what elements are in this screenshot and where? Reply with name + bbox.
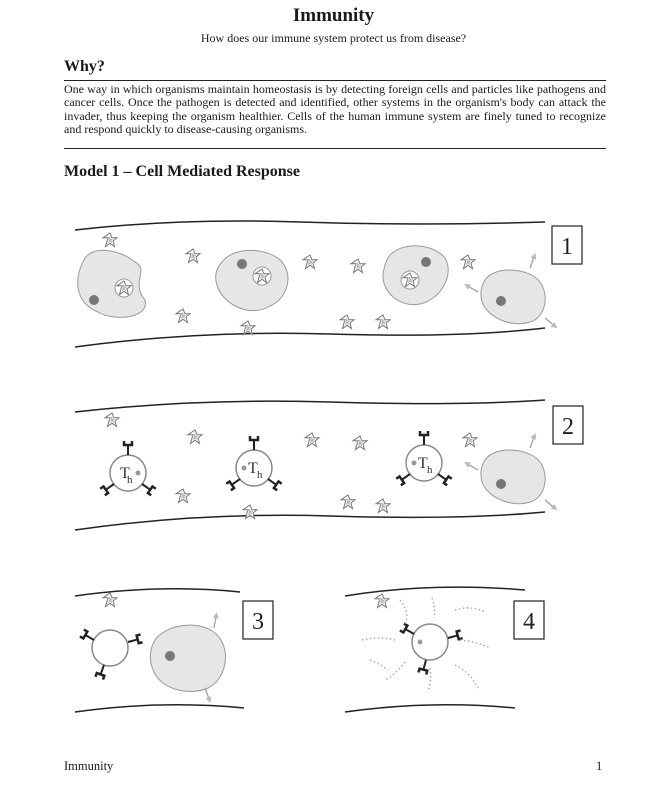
vessel-wall-top bbox=[344, 586, 526, 597]
helper-cell-subscript: h bbox=[427, 464, 433, 476]
cancer-cell bbox=[480, 269, 546, 325]
nucleus bbox=[165, 651, 175, 661]
nucleus bbox=[89, 295, 99, 305]
vessel-wall-bottom bbox=[74, 327, 546, 348]
why-bottom-rule bbox=[64, 148, 606, 149]
vessel-wall-bottom bbox=[74, 511, 546, 531]
macrophage-cell bbox=[77, 249, 146, 318]
panel-4: 4 bbox=[344, 586, 545, 713]
page-title: Immunity bbox=[292, 5, 375, 26]
macrophage-cell bbox=[215, 249, 289, 312]
helper-cell-subscript: h bbox=[127, 474, 133, 486]
nucleus bbox=[496, 296, 506, 306]
cell-mediated-response-figure: 1 2 T h bbox=[74, 220, 584, 713]
panel-3: 3 bbox=[74, 588, 274, 713]
model-heading: Model 1 – Cell Mediated Response bbox=[64, 163, 300, 180]
panel-number-box bbox=[551, 225, 583, 265]
helper-t-cell: T h bbox=[98, 439, 158, 497]
helper-cell-label: T bbox=[248, 460, 258, 477]
cancer-cell bbox=[480, 449, 546, 505]
vessel-wall-top bbox=[74, 220, 546, 231]
cancer-cell bbox=[149, 624, 226, 692]
vessel-wall-bottom bbox=[344, 704, 516, 713]
vessel-wall-top bbox=[74, 399, 546, 413]
panel-2-number: 2 bbox=[562, 414, 574, 440]
why-heading: Why? bbox=[64, 58, 105, 75]
footer-title: Immunity bbox=[64, 759, 114, 773]
cytotoxic-t-cell bbox=[78, 628, 144, 681]
panel-number-box bbox=[552, 405, 584, 445]
page-number: 1 bbox=[596, 759, 603, 773]
nucleus bbox=[496, 479, 506, 489]
helper-cell-subscript: h bbox=[257, 469, 263, 481]
nucleus bbox=[237, 259, 247, 269]
helper-cell-label: T bbox=[120, 465, 130, 482]
why-top-rule bbox=[64, 80, 606, 81]
helper-t-cell: T h bbox=[394, 429, 454, 487]
vessel-wall-bottom bbox=[74, 704, 245, 713]
helper-cell-label: T bbox=[418, 455, 428, 472]
panel-number-box bbox=[242, 600, 274, 640]
page-subtitle: How does our immune system protect us fr… bbox=[200, 31, 467, 45]
cytotoxic-t-cell bbox=[398, 622, 464, 676]
panel-2: 2 T h T h T h bbox=[74, 399, 584, 531]
destroyed-cell-fragments bbox=[361, 597, 491, 693]
why-paragraph: One way in which organisms maintain home… bbox=[64, 82, 606, 137]
panel-number-box bbox=[513, 600, 545, 640]
nucleus bbox=[421, 257, 431, 267]
panel-4-number: 4 bbox=[523, 609, 535, 635]
panel-1-number: 1 bbox=[561, 234, 573, 260]
panel-1: 1 bbox=[74, 220, 583, 348]
panel-3-number: 3 bbox=[252, 609, 264, 635]
vessel-wall-top bbox=[74, 588, 241, 597]
helper-t-cell: T h bbox=[224, 434, 284, 492]
